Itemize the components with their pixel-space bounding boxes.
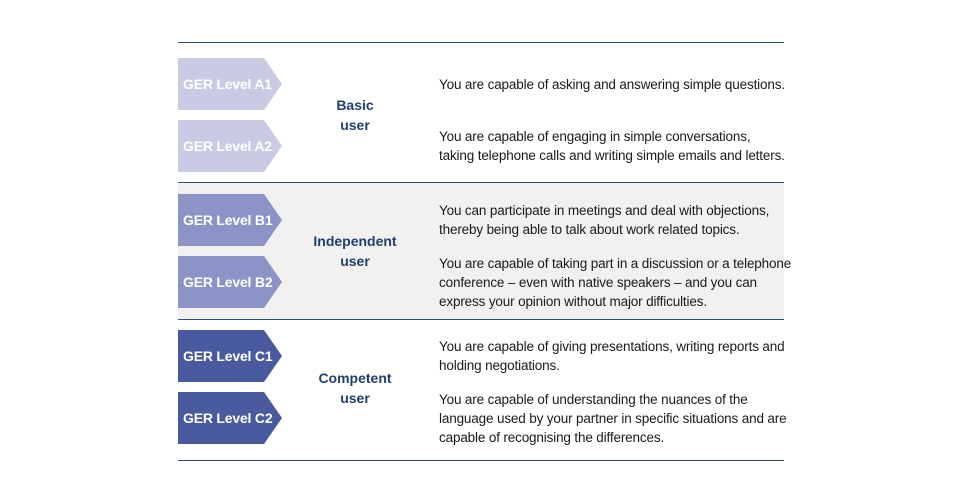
description-line: You are capable of asking and answering …: [439, 77, 785, 92]
level-tag-label: GER Level C1: [183, 348, 273, 364]
description-line: language used by your partner in specifi…: [439, 411, 787, 426]
group-divider-rule: [178, 319, 784, 320]
level-tag-label: GER Level C2: [183, 410, 273, 426]
group-label-basic: Basic user: [300, 95, 410, 135]
level-tag-label: GER Level A1: [183, 76, 272, 92]
level-description-b1: You can participate in meetings and deal…: [439, 201, 784, 239]
description-line: You are capable of engaging in simple co…: [439, 129, 751, 144]
group-label-line: Basic: [336, 97, 374, 113]
level-description-b2: You are capable of taking part in a disc…: [439, 254, 792, 311]
group-label-line: user: [340, 390, 370, 406]
description-line: holding negotiations.: [439, 358, 560, 373]
group-divider-rule: [178, 182, 784, 183]
group-label-line: Competent: [318, 370, 392, 386]
level-tag-b1: GER Level B1: [178, 194, 282, 246]
description-line: You are capable of giving presentations,…: [439, 339, 785, 354]
level-tag-label: GER Level B1: [183, 212, 273, 228]
level-description-a2: You are capable of engaging in simple co…: [439, 127, 785, 165]
level-description-a1: You are capable of asking and answering …: [439, 75, 785, 94]
group-label-line: user: [340, 253, 370, 269]
description-line: express your opinion without major diffi…: [439, 294, 707, 309]
description-line: thereby being able to talk about work re…: [439, 222, 740, 237]
description-line: taking telephone calls and writing simpl…: [439, 148, 785, 163]
level-tag-c1: GER Level C1: [178, 330, 282, 382]
table-bottom-rule: [178, 460, 784, 461]
level-tag-a1: GER Level A1: [178, 58, 282, 110]
group-background-band: [178, 183, 784, 319]
table-top-rule: [178, 42, 784, 43]
level-tag-label: GER Level B2: [183, 274, 273, 290]
description-line: capable of recognising the differences.: [439, 430, 665, 445]
description-line: You are capable of understanding the nua…: [439, 392, 748, 407]
level-description-c2: You are capable of understanding the nua…: [439, 390, 787, 447]
level-tag-a2: GER Level A2: [178, 120, 282, 172]
description-line: You can participate in meetings and deal…: [439, 203, 770, 218]
level-description-c1: You are capable of giving presentations,…: [439, 337, 785, 375]
level-tag-c2: GER Level C2: [178, 392, 282, 444]
description-line: conference – even with native speakers –…: [439, 275, 757, 290]
description-line: You are capable of taking part in a disc…: [439, 256, 792, 271]
level-tag-b2: GER Level B2: [178, 256, 282, 308]
group-label-competent: Competent user: [300, 368, 410, 408]
group-label-line: user: [340, 117, 370, 133]
level-tag-label: GER Level A2: [183, 138, 272, 154]
group-label-independent: Independent user: [300, 231, 410, 271]
group-label-line: Independent: [313, 233, 397, 249]
